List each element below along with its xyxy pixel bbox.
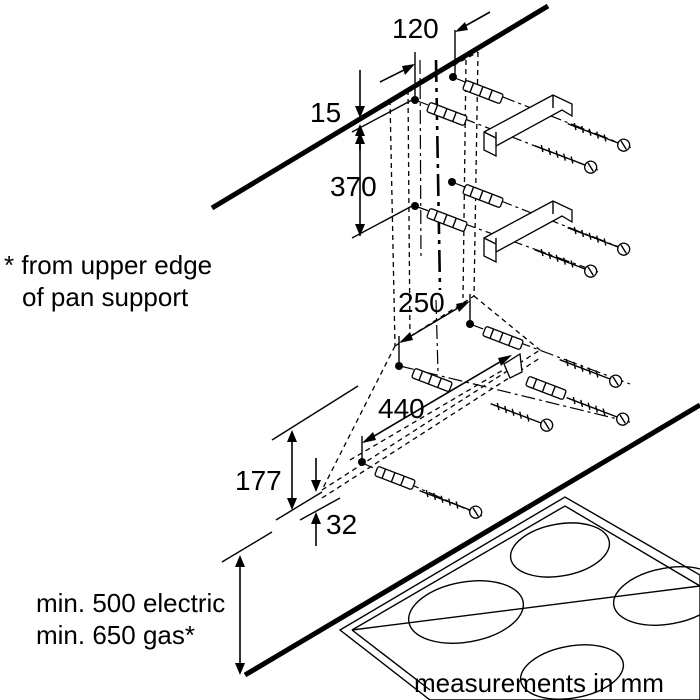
center-line	[434, 59, 442, 291]
canopy-clip	[503, 352, 523, 379]
dim-177-lines	[271, 385, 359, 521]
dim-370-lines	[351, 99, 413, 239]
dim-min-height-lines	[221, 531, 273, 675]
worktop-edge	[243, 402, 700, 678]
dim-250-lines	[398, 294, 471, 366]
min-electric-label: min. 500 electric	[36, 588, 225, 618]
dim-250-label: 250	[398, 287, 445, 318]
dim-370-label: 370	[330, 171, 377, 202]
footnote-line1: * from upper edge	[4, 250, 212, 280]
burner-back-right	[509, 522, 611, 578]
mounting-holes	[358, 73, 474, 466]
min-gas-label: min. 650 gas*	[36, 620, 195, 650]
footnote-line2: of pan support	[22, 282, 189, 312]
upper-bracket	[483, 94, 573, 158]
dim-440-lines	[361, 355, 512, 462]
dim-120-lines	[379, 11, 491, 100]
units-note: measurements in mm	[414, 668, 664, 698]
dim-440-label: 440	[378, 393, 425, 424]
dim-32-lines	[299, 497, 341, 546]
dim-177-label: 177	[235, 465, 282, 496]
wall-plugs	[374, 80, 567, 490]
dim-120-label: 120	[392, 13, 439, 44]
center-line-upper	[419, 59, 422, 261]
burner-front	[519, 644, 625, 700]
dim-15-label: 15	[310, 97, 341, 128]
dim-32-label: 32	[326, 509, 357, 540]
lower-bracket	[483, 200, 573, 264]
burner-large-left	[407, 580, 525, 644]
screws	[419, 122, 631, 519]
dim-15-lines	[355, 70, 365, 150]
cooktop	[338, 496, 700, 700]
burner-right	[612, 566, 700, 626]
ceiling-edge	[210, 3, 550, 211]
center-line-lower	[435, 299, 439, 373]
